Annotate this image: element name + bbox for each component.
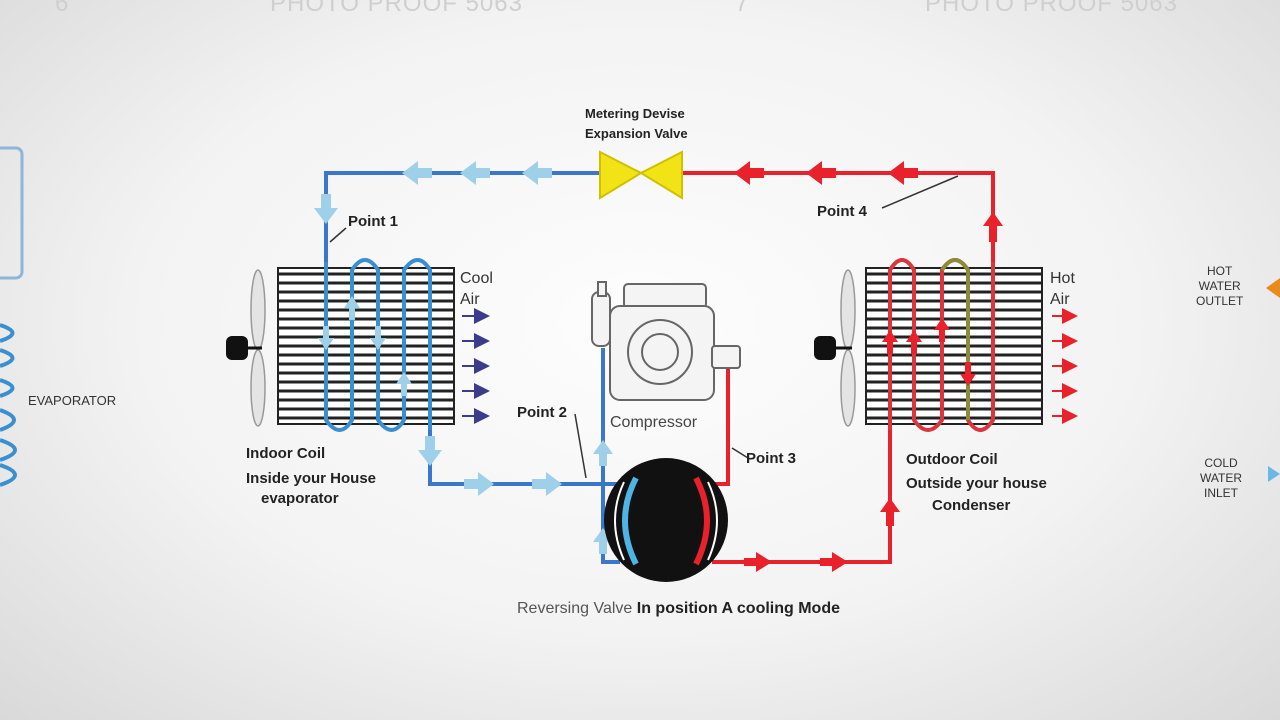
hot-air-label-2: Air [1050,291,1070,308]
expansion-valve-label: Expansion Valve [585,126,688,141]
indoor-coil [277,258,455,432]
cold-water-line2: WATER [1200,471,1242,485]
hot-flow-arrows [734,161,1003,572]
point2-label: Point 2 [517,404,568,421]
indoor-coil-label: Indoor Coil [246,445,326,462]
cold-water-inlet-label: COLD WATER INLET [1200,456,1242,501]
compressor-icon [591,281,741,401]
condenser-label: Condenser [932,497,1011,514]
inside-house-label: Inside your House [246,470,377,487]
watermark-number-mid: 7 [735,0,750,17]
point1-label: Point 1 [348,213,399,230]
outdoor-coil [865,258,1043,432]
pointer-lines [329,175,959,479]
cold-water-line3: INLET [1203,486,1238,500]
cool-air-label-2: Air [460,291,480,308]
watermark-number-left: 6 [55,0,70,17]
indoor-fan-icon [226,269,266,427]
point4-label: Point 4 [817,203,868,220]
side-evaporator-label: EVAPORATOR [28,393,117,408]
hot-water-line1: HOT [1207,264,1233,278]
cooling-mode-text: In position A cooling Mode [636,600,840,617]
point3-label: Point 3 [746,450,797,467]
metering-device-label: Metering Devise [585,106,685,121]
reversing-valve-text: Reversing Valve [517,600,633,617]
watermark-right: PHOTO PROOF 5063 [925,0,1178,17]
hot-water-line3: OUTLET [1196,294,1244,308]
cool-air-label-1: Cool [460,270,493,287]
outdoor-coil-label: Outdoor Coil [906,451,998,468]
outside-house-label: Outside your house [906,475,1047,492]
cold-water-line1: COLD [1204,456,1238,470]
cool-air-arrows [462,308,490,424]
reversing-valve-caption: Reversing Valve In position A cooling Mo… [517,600,840,618]
evaporator-label: evaporator [261,490,339,507]
left-edge-tank-graphic [0,146,24,487]
watermark-left: PHOTO PROOF 5063 [270,0,523,17]
reversing-valve [604,458,728,582]
hot-air-arrows [1052,308,1078,424]
outdoor-fan-icon [814,269,856,427]
expansion-valve [599,150,683,200]
hot-water-outlet-label: HOT WATER OUTLET [1196,264,1243,309]
cold-flow-arrows [314,161,613,554]
hot-air-label-1: Hot [1050,270,1075,287]
compressor-label: Compressor [610,414,698,431]
hot-water-line2: WATER [1198,279,1241,293]
